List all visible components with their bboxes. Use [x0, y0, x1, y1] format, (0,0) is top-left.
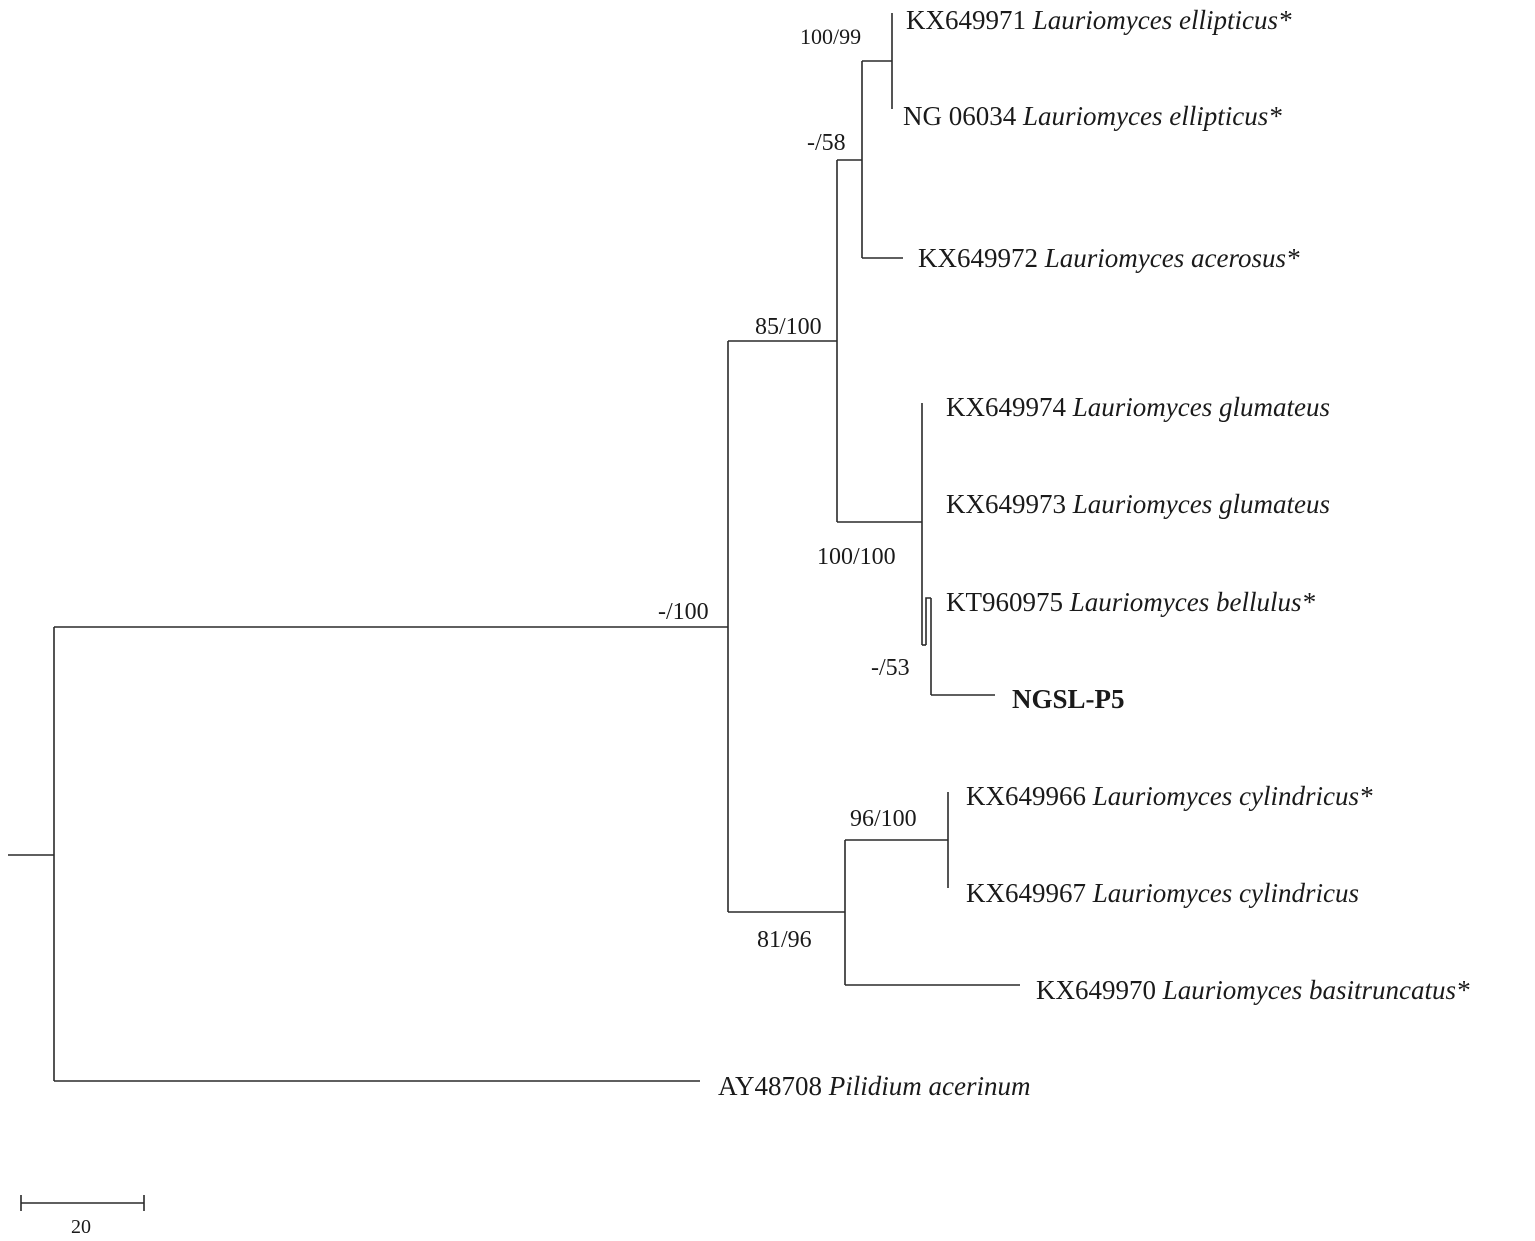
support-value: -/100: [658, 599, 709, 625]
tree-branches: [8, 13, 1020, 1211]
support-value: 96/100: [850, 806, 917, 832]
taxon-label-focal-isolate: NGSL-P5: [1012, 684, 1125, 714]
support-value: -/58: [807, 130, 846, 156]
taxon-label: KX649966 Lauriomyces cylindricus*: [966, 781, 1373, 811]
support-value: -/53: [871, 655, 910, 681]
taxon-label: NG 06034 Lauriomyces ellipticus*: [903, 101, 1282, 131]
taxon-label: KX649967 Lauriomyces cylindricus: [966, 878, 1359, 908]
taxon-label: KX649971 Lauriomyces ellipticus*: [906, 5, 1292, 35]
support-value: 100/99: [800, 24, 861, 49]
support-value: 85/100: [755, 314, 822, 340]
support-values: 100/99 -/58 85/100 100/100 -/53 96/100 8…: [658, 24, 917, 953]
scale-bar-label: 20: [71, 1216, 91, 1238]
bellulus-branch: [925, 597, 931, 618]
taxon-label: KX649974 Lauriomyces glumateus: [946, 392, 1330, 422]
scale-bar: [20, 1195, 145, 1211]
support-value: 81/96: [757, 927, 812, 953]
taxon-labels: KX649971 Lauriomyces ellipticus* NG 0603…: [718, 5, 1470, 1101]
taxon-label: KX649973 Lauriomyces glumateus: [946, 489, 1330, 519]
taxon-label: KT960975 Lauriomyces bellulus*: [946, 587, 1315, 617]
taxon-label: KX649970 Lauriomyces basitruncatus*: [1036, 975, 1470, 1005]
support-value: 100/100: [817, 544, 896, 570]
taxon-label: KX649972 Lauriomyces acerosus*: [918, 243, 1300, 273]
taxon-label-outgroup: AY48708 Pilidium acerinum: [718, 1071, 1031, 1101]
